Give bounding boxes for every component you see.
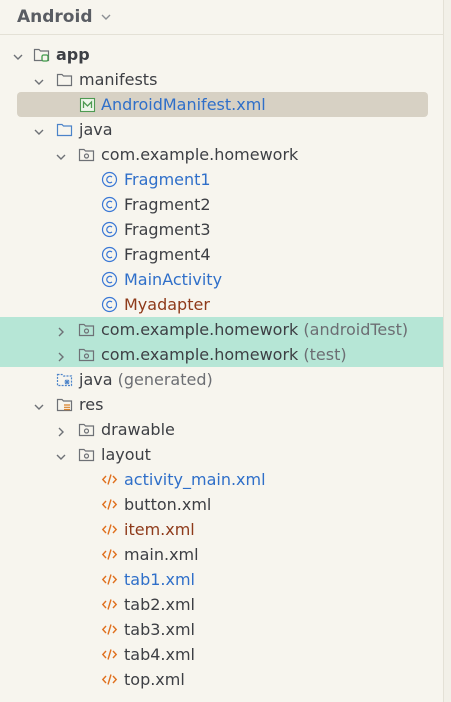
tree-item-label: com.example.homework [101, 145, 299, 164]
tree-item-app[interactable]: app [0, 42, 443, 67]
generated-suffix: (generated) [117, 370, 213, 389]
tree-item-res[interactable]: res [0, 392, 443, 417]
package-icon [78, 321, 95, 338]
package-name: com.example.homework [101, 345, 299, 364]
chevron-down-icon[interactable] [55, 148, 67, 160]
tree-item-label: java [79, 120, 113, 139]
class-icon [101, 246, 118, 263]
tree-item-tab2-xml[interactable]: tab2.xml [0, 592, 443, 617]
tree-item-label: layout [101, 445, 151, 464]
folder-icon [78, 446, 95, 463]
tree-item-activity-main-xml[interactable]: activity_main.xml [0, 467, 443, 492]
tree-item-myadapter[interactable]: Myadapter [0, 292, 443, 317]
folder-icon [56, 71, 73, 88]
tree-item-label: Fragment2 [124, 195, 211, 214]
chevron-right-icon[interactable] [55, 423, 67, 437]
folder-icon [78, 421, 95, 438]
class-icon [101, 196, 118, 213]
tree-item-label: top.xml [124, 670, 185, 689]
xml-file-icon [101, 621, 118, 638]
tree-item-java-generated[interactable]: java (generated) [0, 367, 443, 392]
tree-item-label: main.xml [124, 545, 199, 564]
chevron-down-icon[interactable] [12, 48, 24, 60]
tree-item-tab3-xml[interactable]: tab3.xml [0, 617, 443, 642]
tree-item-fragment4[interactable]: Fragment4 [0, 242, 443, 267]
package-icon [78, 146, 95, 163]
tree-item-main-activity[interactable]: MainActivity [0, 267, 443, 292]
tree-item-label: drawable [101, 420, 175, 439]
tree-item-label: button.xml [124, 495, 212, 514]
tree-item-label: MainActivity [124, 270, 223, 289]
xml-file-icon [101, 646, 118, 663]
tree-item-label: Fragment1 [124, 170, 211, 189]
tree-item-label: tab2.xml [124, 595, 195, 614]
class-icon [101, 221, 118, 238]
tree-item-label: AndroidManifest.xml [101, 95, 266, 114]
tree-item-partial[interactable] [0, 694, 443, 702]
generated-source-folder-icon [56, 371, 73, 388]
tree-item-label: com.example.homework (androidTest) [101, 319, 408, 340]
tree-item-label: res [79, 395, 104, 414]
source-set-suffix: (androidTest) [303, 320, 409, 339]
project-view-selector[interactable]: Android [17, 7, 93, 27]
tree-item-java[interactable]: java [0, 117, 443, 142]
tree-item-layout[interactable]: layout [0, 442, 443, 467]
folder-name: java [79, 370, 113, 389]
xml-file-icon [101, 571, 118, 588]
module-folder-icon [33, 46, 50, 63]
chevron-right-icon[interactable] [55, 323, 67, 337]
tree-item-tab1-xml[interactable]: tab1.xml [0, 567, 443, 592]
xml-file-icon [101, 471, 118, 488]
tree-item-label: tab4.xml [124, 645, 195, 664]
resources-folder-icon [56, 396, 73, 413]
tree-item-label: Myadapter [124, 295, 210, 314]
tree-item-label: app [56, 45, 90, 64]
xml-file-icon [101, 671, 118, 688]
tree-item-package-main[interactable]: com.example.homework [0, 142, 443, 167]
chevron-down-icon[interactable] [100, 11, 112, 23]
xml-file-icon [101, 521, 118, 538]
class-icon [101, 296, 118, 313]
tree-item-drawable[interactable]: drawable [0, 417, 443, 442]
tree-item-package-android-test[interactable]: com.example.homework (androidTest) [0, 317, 443, 342]
source-set-suffix: (test) [303, 345, 347, 364]
class-icon [101, 271, 118, 288]
tree-item-item-xml[interactable]: item.xml [0, 517, 443, 542]
package-icon [78, 346, 95, 363]
tree-item-label: tab3.xml [124, 620, 195, 639]
tree-item-fragment2[interactable]: Fragment2 [0, 192, 443, 217]
scrollbar-track[interactable] [443, 0, 451, 702]
tree-item-label: Fragment4 [124, 245, 211, 264]
xml-file-icon [101, 596, 118, 613]
xml-file-icon [101, 496, 118, 513]
tree-item-top-xml[interactable]: top.xml [0, 667, 443, 692]
package-name: com.example.homework [101, 320, 299, 339]
chevron-down-icon[interactable] [33, 123, 45, 135]
xml-file-icon [101, 546, 118, 563]
chevron-down-icon[interactable] [55, 448, 67, 460]
class-icon [101, 171, 118, 188]
tree-item-label: Fragment3 [124, 220, 211, 239]
tree-item-tab4-xml[interactable]: tab4.xml [0, 642, 443, 667]
tree-item-label: activity_main.xml [124, 470, 266, 489]
tree-item-label: manifests [79, 70, 158, 89]
tree-item-android-manifest[interactable]: AndroidManifest.xml [17, 92, 428, 117]
tree-item-package-test[interactable]: com.example.homework (test) [0, 342, 443, 367]
tree-item-label: java (generated) [79, 369, 213, 390]
tree-item-fragment1[interactable]: Fragment1 [0, 167, 443, 192]
tree-item-manifests[interactable]: manifests [0, 67, 443, 92]
tree-item-label: com.example.homework (test) [101, 344, 347, 365]
folder-icon [56, 121, 73, 138]
chevron-down-icon[interactable] [33, 73, 45, 85]
chevron-right-icon[interactable] [55, 348, 67, 362]
manifest-file-icon [79, 96, 96, 113]
tree-item-fragment3[interactable]: Fragment3 [0, 217, 443, 242]
chevron-down-icon[interactable] [33, 398, 45, 410]
project-view-header: Android [0, 0, 443, 35]
tree-item-label: tab1.xml [124, 570, 195, 589]
tree-item-button-xml[interactable]: button.xml [0, 492, 443, 517]
tree-item-label: item.xml [124, 520, 195, 539]
tree-item-main-xml[interactable]: main.xml [0, 542, 443, 567]
